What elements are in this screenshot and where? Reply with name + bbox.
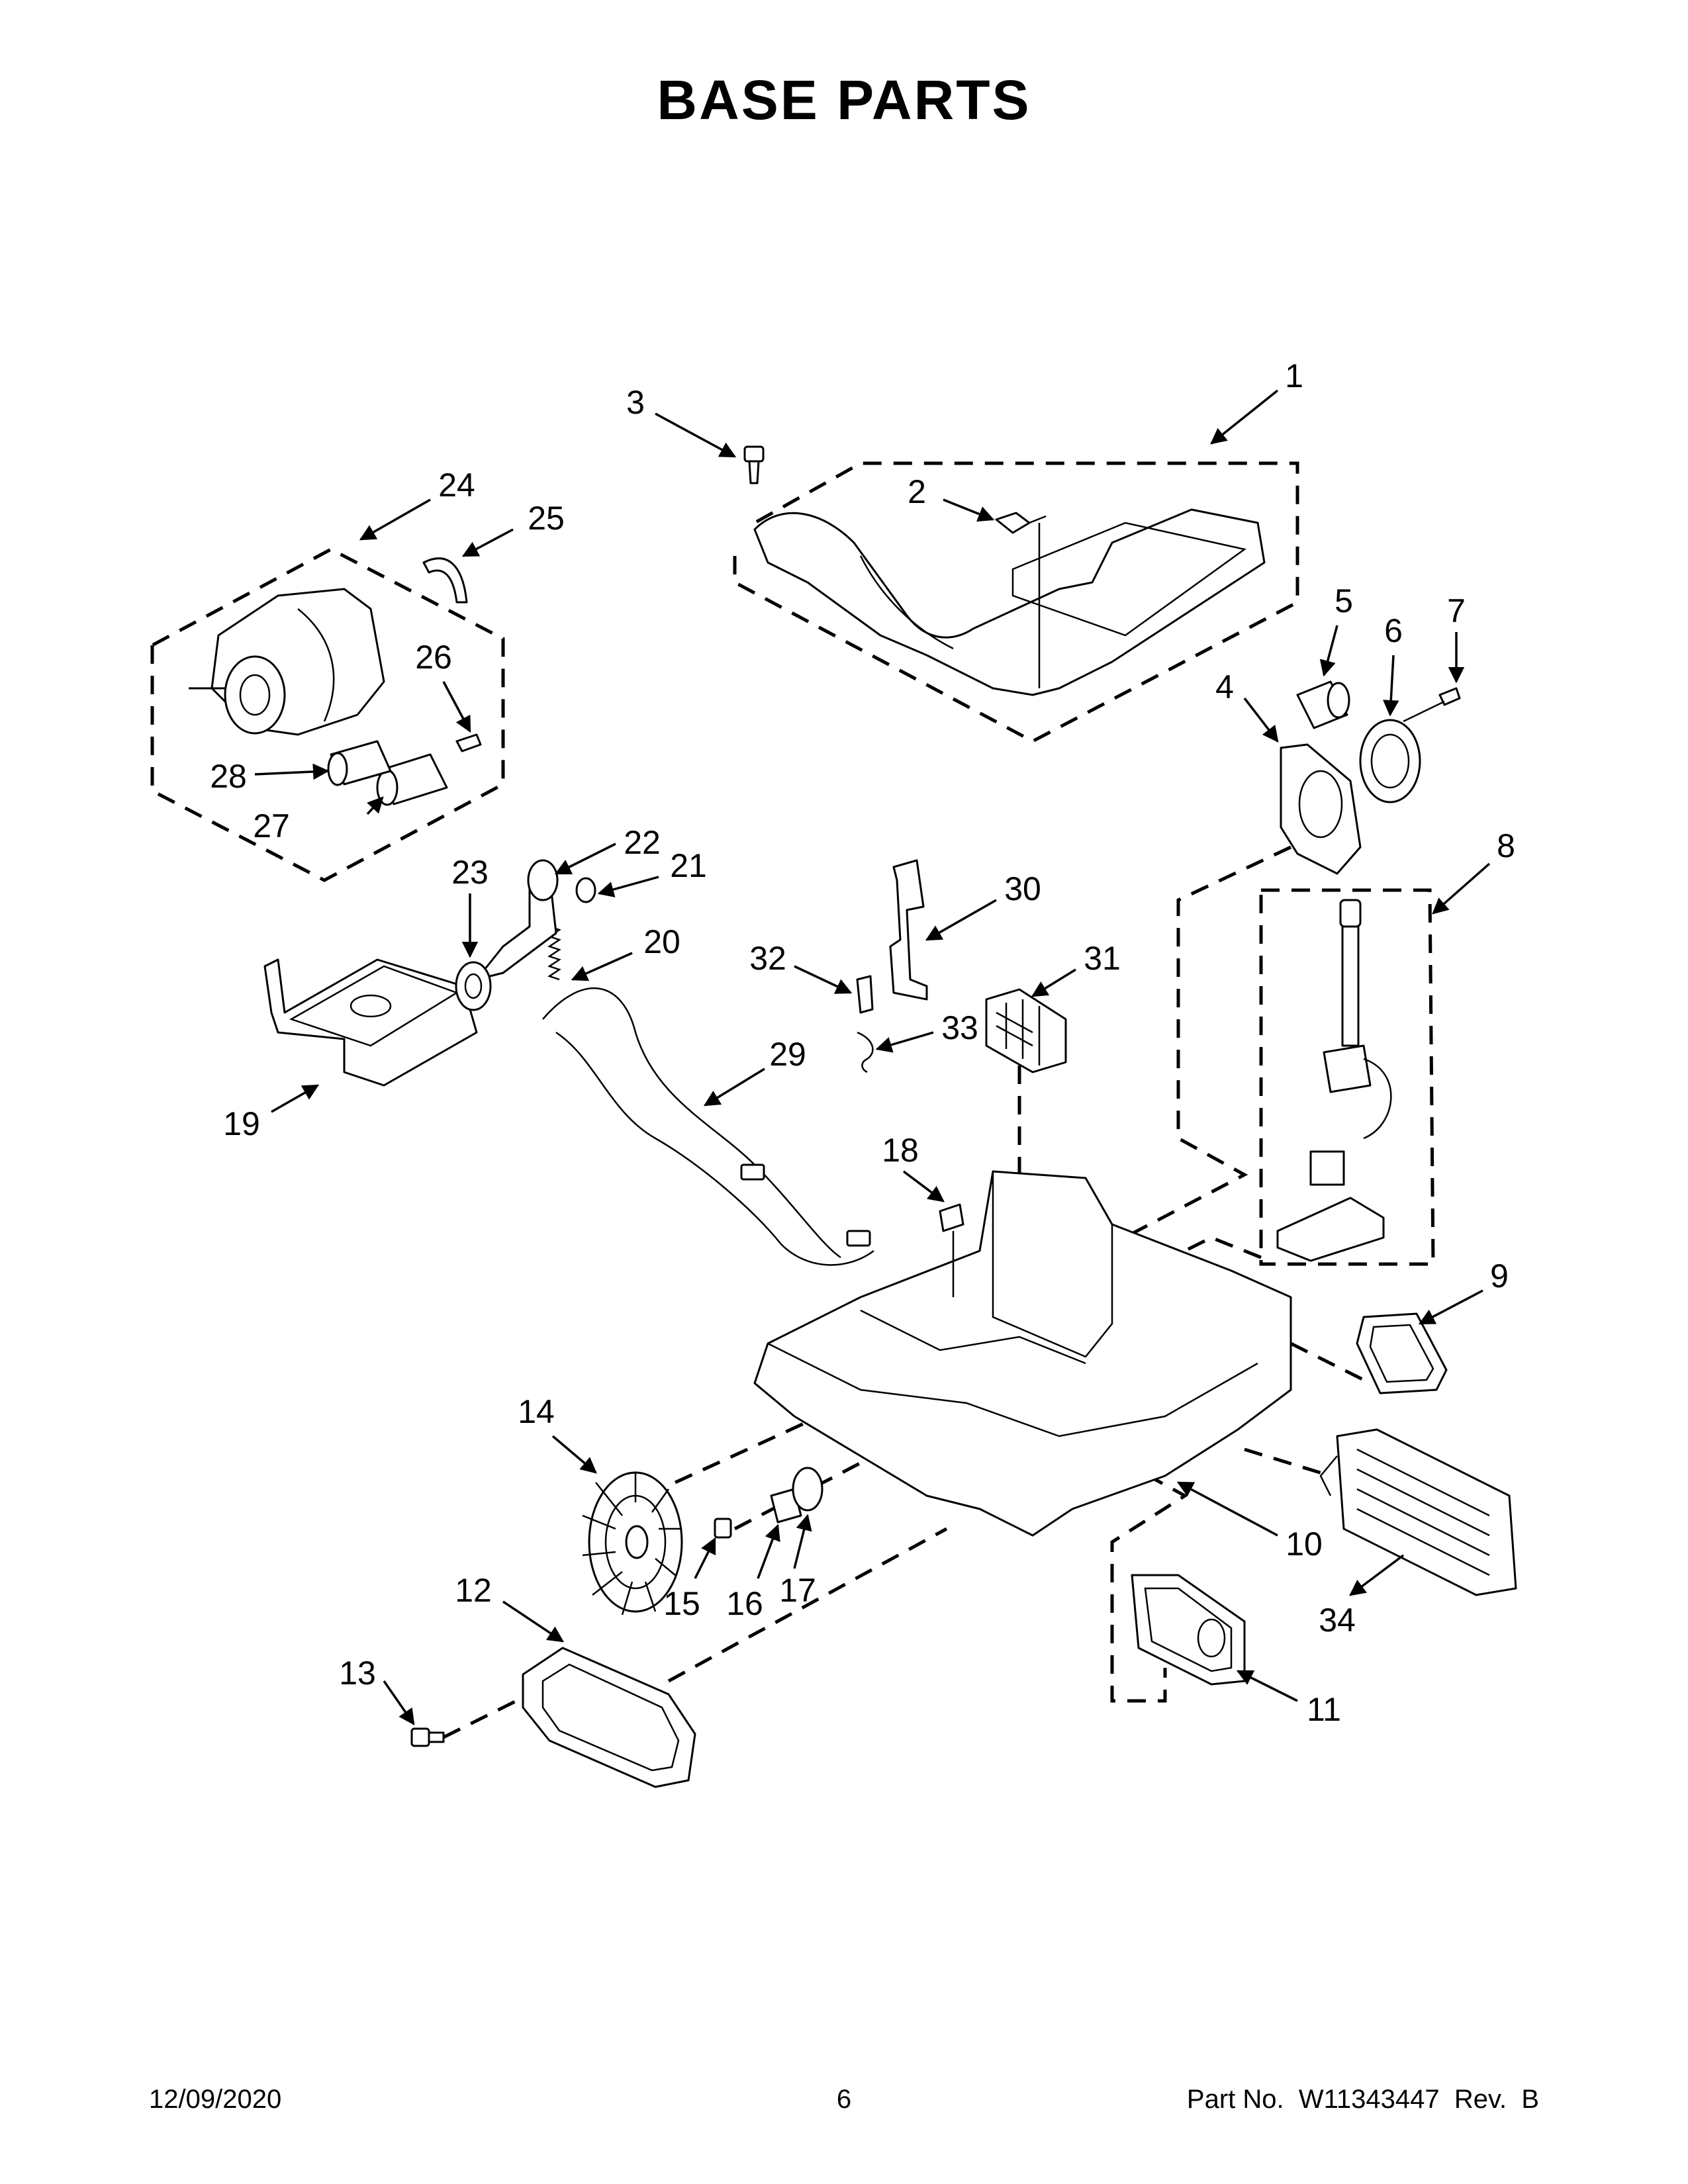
callout-3: 3 xyxy=(626,384,645,421)
callout-7: 7 xyxy=(1447,592,1466,629)
callout-5: 5 xyxy=(1335,582,1353,619)
callout-26: 26 xyxy=(415,639,452,676)
part-sensor-clip xyxy=(995,512,1047,534)
callout-18: 18 xyxy=(882,1132,919,1169)
callout-22: 22 xyxy=(624,824,661,861)
part-base-10 xyxy=(753,1170,1292,1537)
callout-30: 30 xyxy=(1004,870,1041,907)
callout-21: 21 xyxy=(670,847,707,884)
callout-11: 11 xyxy=(1307,1691,1341,1728)
callout-23: 23 xyxy=(451,854,489,891)
part-plug-32 xyxy=(856,975,874,1014)
leader-lines xyxy=(254,389,1491,1726)
callout-12: 12 xyxy=(455,1572,492,1609)
callout-15: 15 xyxy=(663,1585,700,1622)
connector-dash-12 xyxy=(667,1527,948,1683)
part-motor-24 xyxy=(189,588,385,736)
footer-part-number: Part No. W11343447 Rev. B xyxy=(1187,2085,1539,2114)
callout-32: 32 xyxy=(749,940,786,977)
part-pump-assembly xyxy=(1276,899,1392,1262)
part-capacitor-28 xyxy=(327,740,392,786)
callout-16: 16 xyxy=(726,1585,763,1622)
footer-page-number: 6 xyxy=(837,2085,851,2114)
part-capacitor-27 xyxy=(376,753,448,806)
part-fan-14 xyxy=(582,1471,683,1615)
callout-28: 28 xyxy=(210,758,247,795)
callout-34: 34 xyxy=(1319,1602,1356,1639)
part-screw-7 xyxy=(1403,687,1461,723)
callout-17: 17 xyxy=(779,1572,816,1609)
part-motor-mount xyxy=(263,958,478,1087)
connector-dash-9 xyxy=(1289,1342,1365,1382)
part-wire-harness xyxy=(542,987,874,1266)
callout-1: 1 xyxy=(1285,357,1303,394)
part-bracket-30 xyxy=(889,859,928,1001)
connector-dash-13 xyxy=(442,1696,524,1739)
callout-33: 33 xyxy=(941,1009,978,1046)
part-idler-pulley xyxy=(455,859,559,1011)
part-heat-exchanger xyxy=(1319,1428,1517,1596)
part-strap-25 xyxy=(422,557,468,604)
callout-labels: 1 2 3 4 5 6 7 8 9 10 11 12 13 14 15 16 1… xyxy=(210,357,1515,1728)
callout-8: 8 xyxy=(1497,827,1515,864)
callout-6: 6 xyxy=(1384,612,1403,649)
callout-2: 2 xyxy=(908,473,926,510)
part-washer-21 xyxy=(575,877,596,903)
part-hardware-15-17 xyxy=(714,1467,823,1539)
part-clip-18 xyxy=(939,1203,964,1297)
footer-date: 12/09/2020 xyxy=(149,2085,281,2114)
connector-dash-10-11 xyxy=(1038,1414,1188,1703)
callout-4: 4 xyxy=(1215,668,1234,705)
callout-19: 19 xyxy=(223,1105,260,1142)
part-cap-5 xyxy=(1296,680,1350,729)
callout-10: 10 xyxy=(1286,1525,1323,1563)
callout-9: 9 xyxy=(1490,1257,1509,1295)
callout-29: 29 xyxy=(769,1036,806,1073)
callout-31: 31 xyxy=(1084,940,1121,977)
callout-24: 24 xyxy=(438,467,475,504)
part-clip-33 xyxy=(857,1031,874,1073)
part-duct-cover xyxy=(753,508,1266,696)
connector-dash-4-8 xyxy=(1104,845,1292,1250)
callout-13: 13 xyxy=(339,1655,376,1692)
callout-25: 25 xyxy=(528,500,565,537)
connector-dash-34 xyxy=(1244,1447,1331,1478)
part-housing-6 xyxy=(1359,719,1421,803)
callout-27: 27 xyxy=(253,807,290,844)
callout-20: 20 xyxy=(643,923,680,960)
group-outline-duct-cover xyxy=(733,461,1299,743)
part-cover-11 xyxy=(1131,1574,1246,1686)
part-screw-26 xyxy=(455,733,482,752)
part-screw-3 xyxy=(743,445,765,484)
part-filter-grid xyxy=(985,988,1067,1073)
connector-dash-8-base xyxy=(1170,1236,1262,1259)
part-housing-12 xyxy=(522,1647,696,1788)
part-gasket-9 xyxy=(1356,1312,1448,1394)
callout-14: 14 xyxy=(518,1393,555,1430)
group-outline-pump xyxy=(1259,888,1435,1266)
part-screw-13 xyxy=(410,1727,445,1747)
page-title: BASE PARTS xyxy=(657,69,1031,131)
part-bracket-4 xyxy=(1280,743,1362,875)
